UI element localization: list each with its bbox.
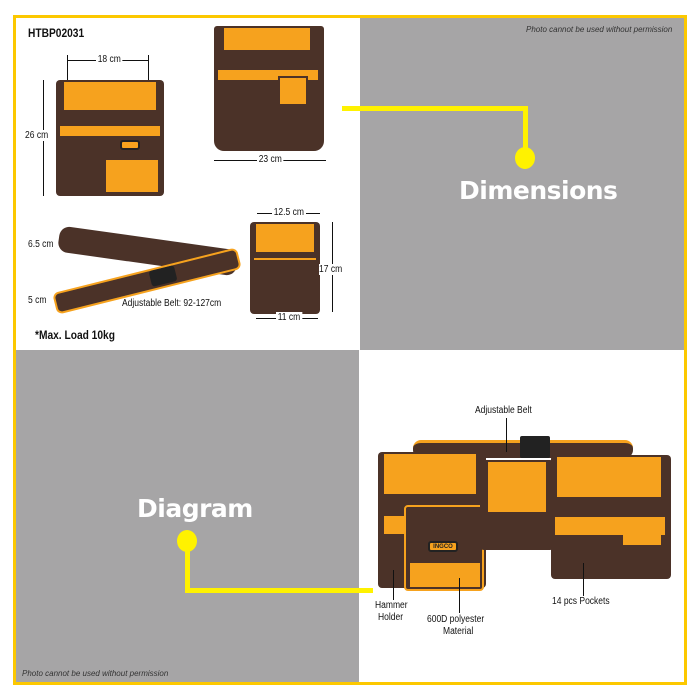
front-pouch: INGCO — [404, 505, 484, 591]
belt-length-label: Adjustable Belt: 92-127cm — [122, 298, 222, 309]
diagram-dot — [177, 530, 197, 552]
model-code: HTBP02031 — [28, 26, 85, 40]
label-material-2: Material — [443, 626, 474, 637]
label-adjustable-belt: Adjustable Belt — [475, 405, 532, 416]
yellow-frame — [13, 15, 687, 685]
dimensions-title: Dimensions — [459, 176, 618, 205]
belt-wide-label: 6.5 cm — [28, 239, 54, 250]
small-pouch-bottom-label: 11 cm — [276, 312, 302, 323]
label-pockets: 14 pcs Pockets — [552, 596, 610, 607]
max-load-label: *Max. Load 10kg — [35, 328, 115, 342]
label-material-1: 600D polyester — [427, 614, 485, 625]
tool-pouch-front-image — [56, 80, 164, 196]
right-pouch — [551, 455, 671, 579]
quadrant-bottom-left — [16, 350, 359, 682]
ingco-logo — [120, 140, 140, 150]
dimensions-connector — [342, 106, 528, 111]
small-pouch-top-label: 12.5 cm — [272, 207, 306, 218]
quadrant-top-right — [360, 18, 684, 350]
pouch-width-label: 18 cm — [96, 54, 123, 65]
diagram-title: Diagram — [137, 494, 253, 523]
label-hammer-holder-1: Hammer — [375, 600, 408, 611]
center-pouch — [480, 460, 554, 550]
ingco-logo-diagram: INGCO — [428, 541, 458, 552]
small-pouch-image — [250, 222, 320, 314]
small-pouch-height-label: 17 cm — [319, 264, 343, 275]
belt-narrow-label: 5 cm — [28, 295, 47, 306]
label-hammer-holder-2: Holder — [378, 612, 404, 623]
pouch-back-width-label: 23 cm — [257, 154, 284, 165]
belt-buckle — [520, 436, 550, 458]
watermark-bottom: Photo cannot be used without permission — [22, 669, 169, 678]
watermark-top: Photo cannot be used without permission — [526, 25, 673, 34]
pouch-height-label: 26 cm — [25, 130, 49, 141]
tool-pouch-back-image — [214, 26, 324, 151]
diagram-connector — [185, 545, 190, 593]
dimensions-dot — [515, 147, 535, 169]
